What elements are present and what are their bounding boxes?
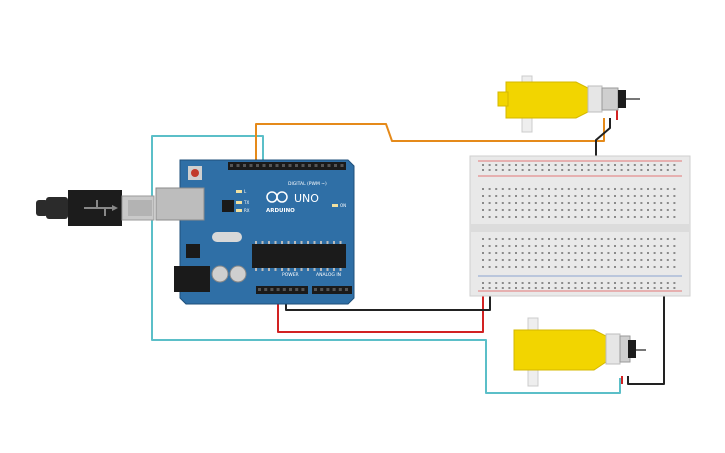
breadboard[interactable] [469, 155, 691, 297]
analog-label: ANALOG IN [316, 272, 341, 278]
digital-header-holes [230, 164, 344, 167]
led-tx [236, 201, 242, 204]
arduino-logo-icon [266, 191, 288, 203]
wire-black-bottom-motor[interactable] [627, 262, 665, 385]
wire-orange[interactable] [255, 118, 605, 168]
wire-red-5v[interactable] [277, 283, 484, 333]
dc-motor-bottom[interactable] [513, 317, 646, 387]
atmega-chip [252, 244, 346, 268]
crystal [212, 232, 242, 242]
led-l-label: L [244, 189, 247, 194]
capacitor-2 [229, 265, 247, 283]
voltage-regulator [186, 244, 200, 258]
arduino-uno-board[interactable]: L TX RX ON ARDUINO UNO DIGITAL (PWM ~) P… [155, 159, 355, 305]
analog-header[interactable] [312, 286, 352, 294]
led-tx-label: TX [243, 200, 249, 205]
breadboard-holes [482, 164, 676, 289]
led-on [332, 204, 338, 207]
arduino-brand: ARDUINO [266, 208, 295, 214]
led-on-label: ON [340, 203, 346, 208]
atmega-pins [255, 241, 342, 271]
led-l [236, 190, 242, 193]
wire-black-top-motor[interactable] [595, 118, 611, 165]
led-rx [236, 209, 242, 212]
led-rx-label: RX [244, 208, 250, 213]
bottom-header-holes [258, 288, 348, 291]
usb-b-port [155, 187, 205, 221]
usb-cable[interactable] [36, 190, 155, 226]
dc-motor-top[interactable] [497, 75, 640, 133]
power-jack [174, 266, 210, 292]
digital-label: DIGITAL (PWM ~) [288, 181, 327, 187]
arduino-model: UNO [294, 192, 319, 205]
power-label: POWER [282, 272, 299, 278]
wire-cyan[interactable] [151, 135, 621, 394]
capacitor-1 [211, 265, 229, 283]
power-header[interactable] [256, 286, 308, 294]
digital-header[interactable] [228, 162, 346, 170]
usb-chip [222, 200, 234, 212]
usb-icon [84, 200, 118, 216]
